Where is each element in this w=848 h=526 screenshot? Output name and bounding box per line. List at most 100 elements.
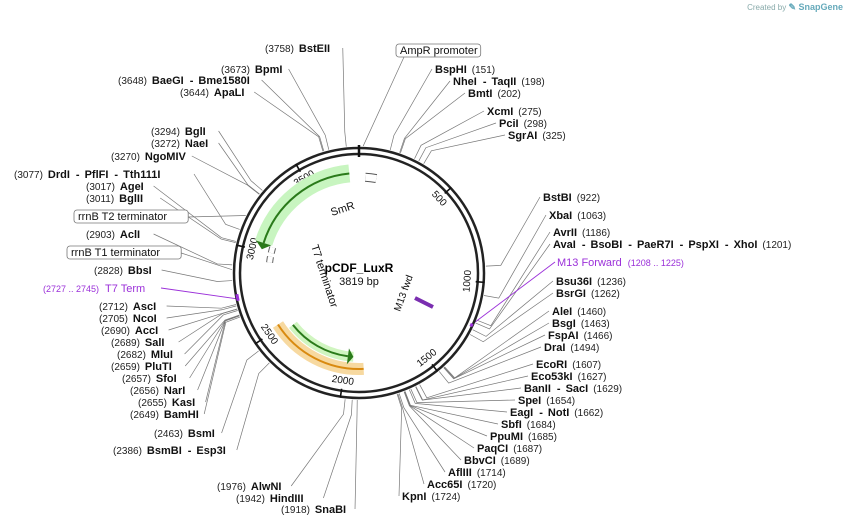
site-ageI[interactable]: (3017)AgeI — [86, 181, 144, 193]
t7-term-marker — [235, 293, 240, 302]
enzyme-name: Bsu36I — [556, 276, 592, 288]
tick-label: 1500 — [415, 347, 440, 370]
enzyme-name: TaqII — [492, 76, 517, 88]
site-position: (325) — [542, 131, 565, 142]
site-ncoI[interactable]: (2705)NcoI — [99, 313, 157, 325]
site-bstBI[interactable]: BstBI(922) — [543, 192, 600, 204]
site-narI[interactable]: (2656)NarI — [130, 385, 185, 397]
site-bpmI[interactable]: (3673)BpmI — [221, 64, 282, 76]
primer-label-m13-forward[interactable]: M13 Forward(1208 .. 1225) — [557, 257, 684, 269]
site-salI[interactable]: (2689)SalI — [111, 337, 164, 349]
boxed-label-ampr-promoter[interactable]: AmpR promoter — [395, 43, 482, 58]
site-bglI[interactable]: (3294)BglI — [151, 126, 206, 138]
site-apaLI[interactable]: (3644)ApaLI — [180, 87, 244, 99]
enzyme-name: SgrAI — [508, 130, 537, 142]
site-bsmBI[interactable]: (2386)BsmBI-Esp3I — [113, 445, 226, 457]
site-pciI[interactable]: PciI(298) — [499, 118, 547, 130]
site-position: (1607) — [572, 360, 601, 371]
site-bsu36I[interactable]: Bsu36I(1236) — [556, 276, 626, 288]
site-position: (1720) — [467, 480, 496, 491]
site-ppuMI[interactable]: PpuMI(1685) — [490, 431, 557, 443]
site-avaI[interactable]: AvaI-BsoBI-PaeR7I-PspXI-XhoI(1201) — [553, 239, 791, 251]
site-xcmI[interactable]: XcmI(275) — [487, 106, 542, 118]
enzyme-name: PpuMI — [490, 431, 523, 443]
leader-line — [419, 363, 534, 399]
site-bbsI[interactable]: (2828)BbsI — [94, 265, 152, 277]
site-aflIII[interactable]: AflIII(1714) — [448, 467, 506, 479]
enzyme-name: KpnI — [402, 491, 426, 503]
site-position: (1463) — [581, 319, 610, 330]
m13-fwd-primer[interactable] — [414, 296, 434, 309]
site-paqCI[interactable]: PaqCI(1687) — [477, 443, 542, 455]
site-kasI[interactable]: (2655)KasI — [138, 397, 195, 409]
enzyme-name: BmtI — [468, 88, 492, 100]
site-bsrGI[interactable]: BsrGI(1262) — [556, 288, 620, 300]
enzyme-name: BamHI — [164, 409, 199, 421]
site-bstEII[interactable]: (3758)BstEII — [265, 43, 330, 55]
credit-brand: SnapGene — [798, 2, 843, 12]
enzyme-name: XcmI — [487, 106, 513, 118]
site-mluI[interactable]: (2682)MluI — [117, 349, 173, 361]
leader-line — [181, 252, 233, 271]
luxr-feature[interactable] — [272, 321, 364, 375]
site-ecoRI[interactable]: EcoRI(1607) — [536, 359, 601, 371]
site-sbfI[interactable]: SbfI(1684) — [501, 419, 556, 431]
site-banII[interactable]: BanII-SacI(1629) — [524, 383, 622, 395]
site-accI[interactable]: (2690)AccI — [101, 325, 158, 337]
site-acc65I[interactable]: Acc65I(1720) — [427, 479, 496, 491]
ampr-promoter-feature[interactable] — [364, 172, 378, 184]
site-nheI[interactable]: NheI-TaqII(198) — [453, 76, 545, 88]
site-speI[interactable]: SpeI(1654) — [518, 395, 575, 407]
site-aclI[interactable]: (2903)AclI — [86, 229, 140, 241]
label-box — [73, 209, 189, 224]
leader-line — [221, 350, 259, 434]
enzyme-name: NcoI — [133, 313, 157, 325]
enzyme-name: NgoMIV — [145, 151, 187, 163]
site-separator: - — [628, 239, 632, 251]
smr-arrow-line — [262, 172, 350, 244]
enzyme-name: BspHI — [435, 64, 467, 76]
leader-line — [354, 399, 358, 510]
smr-feature[interactable] — [255, 164, 351, 250]
site-draI[interactable]: DraI(1494) — [544, 342, 599, 354]
site-bglII[interactable]: (3011)BglII — [86, 193, 143, 205]
site-kpnI[interactable]: KpnI(1724) — [402, 491, 460, 503]
site-baeGI[interactable]: (3648)BaeGI-Bme1580I — [118, 75, 250, 87]
site-aleI[interactable]: AleI(1460) — [552, 306, 606, 318]
boxed-label-text: rrnB T2 terminator — [78, 211, 167, 223]
site-naeI[interactable]: (3272)NaeI — [151, 138, 208, 150]
site-bbvCI[interactable]: BbvCI(1689) — [464, 455, 530, 467]
site-pluTI[interactable]: (2659)PluTI — [111, 361, 172, 373]
site-fspAI[interactable]: FspAI(1466) — [548, 330, 612, 342]
site-bspHI[interactable]: BspHI(151) — [435, 64, 495, 76]
site-drdI[interactable]: (3077)DrdI-PflFI-Tth111I — [14, 169, 160, 181]
site-ngoMIV[interactable]: (3270)NgoMIV — [111, 151, 187, 163]
site-alwNI[interactable]: (1976)AlwNI — [217, 481, 281, 493]
site-separator: - — [188, 445, 192, 457]
leader-line — [161, 269, 233, 282]
boxed-label-rrnb-t2-terminator[interactable]: rrnB T2 terminator — [73, 209, 189, 224]
site-sfoI[interactable]: (2657)SfoI — [122, 373, 177, 385]
site-position: (1627) — [578, 372, 607, 383]
leader-line — [193, 173, 240, 230]
primer-label-t7-term[interactable]: (2727 .. 2745)T7 Term — [43, 283, 145, 295]
site-avrII[interactable]: AvrII(1186) — [553, 227, 610, 239]
leader-line — [415, 386, 522, 401]
site-bmtI[interactable]: BmtI(202) — [468, 88, 521, 100]
site-bsmI[interactable]: (2463)BsmI — [154, 428, 215, 440]
leader-line — [443, 334, 546, 380]
site-ascI[interactable]: (2712)AscI — [99, 301, 156, 313]
boxed-label-rrnb-t1-terminator[interactable]: rrnB T1 terminator — [66, 245, 182, 260]
enzyme-name: BstEII — [299, 43, 330, 55]
site-eco53kI[interactable]: Eco53kI(1627) — [531, 371, 607, 383]
site-eagI[interactable]: EagI-NotI(1662) — [510, 407, 603, 419]
site-hindIII[interactable]: (1942)HindIII — [236, 493, 304, 505]
site-bamHI[interactable]: (2649)BamHI — [130, 409, 199, 421]
site-snaBI[interactable]: (1918)SnaBI — [281, 504, 346, 516]
site-position: (2690) — [101, 326, 130, 337]
enzyme-name: PflFI — [85, 169, 109, 181]
site-bsgI[interactable]: BsgI(1463) — [552, 318, 610, 330]
site-xbaI[interactable]: XbaI(1063) — [549, 210, 606, 222]
site-sgrAI[interactable]: SgrAI (325) — [508, 130, 566, 142]
t7-terminator-feature[interactable] — [266, 246, 277, 263]
